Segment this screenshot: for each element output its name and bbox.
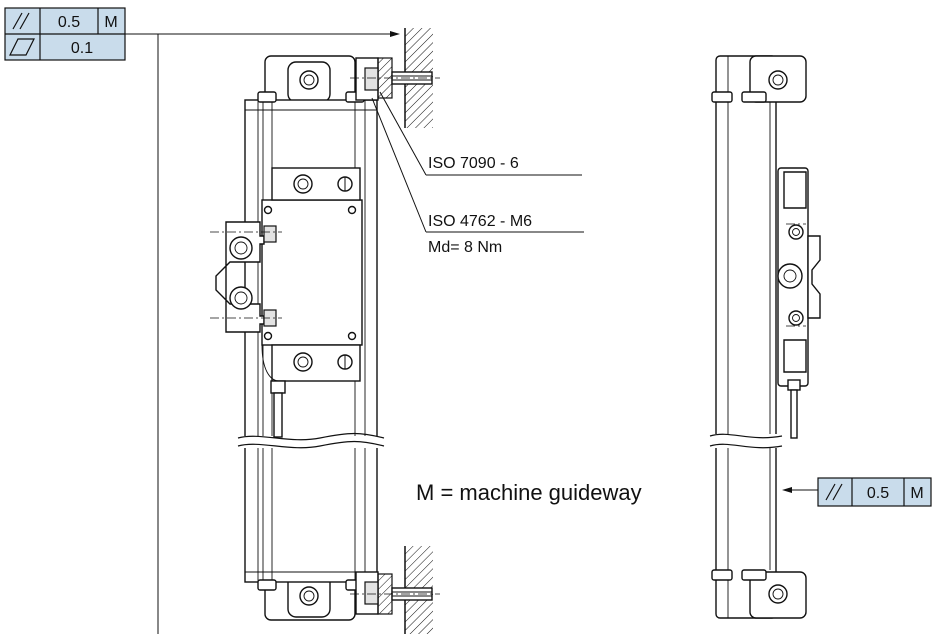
fcf-top: 0.5 M 0.1 (4, 7, 126, 61)
callout-washer-leader (379, 91, 582, 176)
parallelism-icon (12, 12, 30, 30)
fcf-top-datum: M (104, 14, 117, 31)
fcf-top-leader (125, 31, 400, 634)
fcf-top-tolerance-2: 0.1 (71, 40, 93, 57)
fcf-right-datum: M (910, 485, 923, 502)
scale-side-view (709, 55, 821, 619)
mounting-screw-bottom (350, 571, 440, 615)
parallelism-icon (825, 483, 843, 501)
mounting-screw-top (350, 57, 440, 101)
fcf-right-tolerance: 0.5 (867, 485, 889, 502)
screw-label: ISO 4762 - M6 (428, 213, 532, 230)
flatness-icon (9, 38, 35, 56)
datum-note: M = machine guideway (416, 480, 642, 505)
scale-front-view (210, 55, 385, 621)
fcf-top-tolerance-1: 0.5 (58, 14, 80, 31)
fcf-right-leader (782, 487, 818, 493)
callout-screw-leader (371, 97, 584, 233)
torque-label: Md= 8 Nm (428, 239, 502, 256)
fcf-right: 0.5 M (817, 477, 932, 507)
washer-label: ISO 7090 - 6 (428, 155, 519, 172)
